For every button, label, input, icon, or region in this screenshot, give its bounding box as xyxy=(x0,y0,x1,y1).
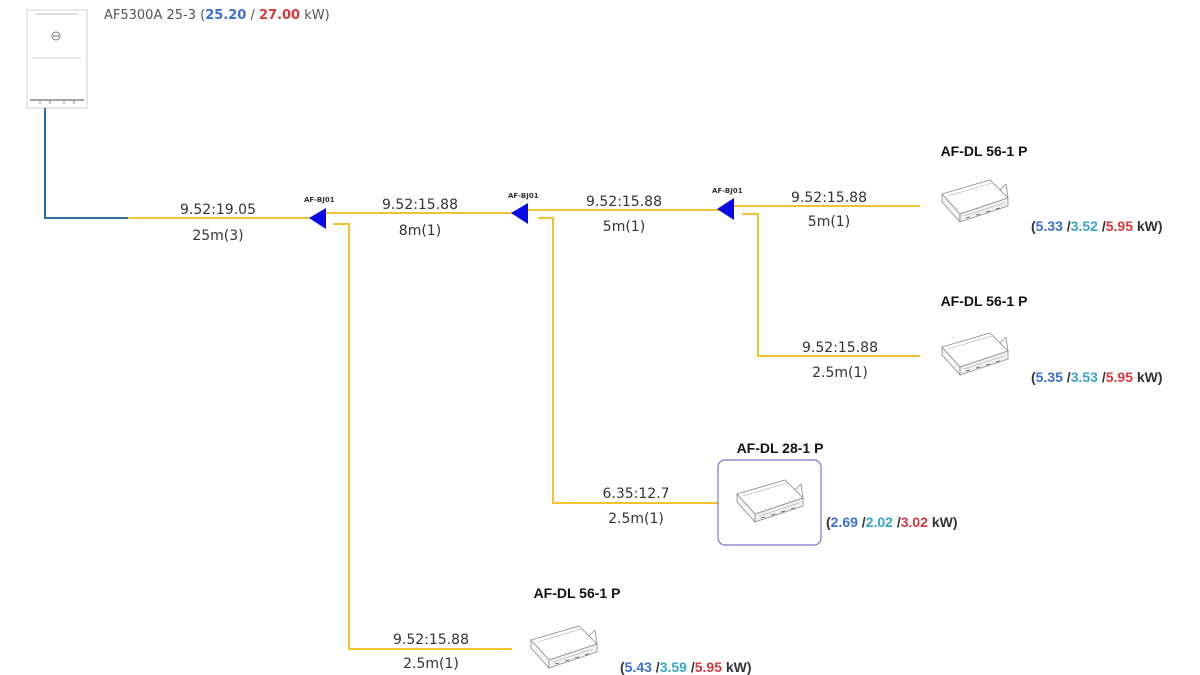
heating-capacity-low: 2.02 xyxy=(866,514,893,530)
branch-joint-2[interactable]: AF-BJ01 xyxy=(508,192,539,224)
pipe-size-label: 9.52:15.88 xyxy=(382,197,458,213)
heating-capacity-low: 3.52 xyxy=(1071,218,1098,234)
pipe-length-label: 2.5m(1) xyxy=(608,511,664,527)
heating-capacity: 3.02 xyxy=(901,514,928,530)
indoor-unit-model: AF-DL 56-1 P xyxy=(534,585,621,601)
pipe-labels: 9.52:19.05 25m(3) 9.52:15.88 8m(1) 9.52:… xyxy=(180,190,878,672)
separator: / xyxy=(1098,369,1106,385)
heating-capacity: 5.95 xyxy=(1106,369,1133,385)
pipe-length-label: 25m(3) xyxy=(192,228,243,244)
pipe-size-label: 9.52:15.88 xyxy=(586,194,662,210)
branch-joint-3[interactable]: AF-BJ01 xyxy=(712,187,743,220)
pipe-size-label: 9.52:19.05 xyxy=(180,202,256,218)
indoor-unit-capacity: (5.35 /3.53 /5.95 kW) xyxy=(1031,369,1163,385)
outdoor-unit-icon xyxy=(26,9,88,109)
pipe-length-label: 5m(1) xyxy=(603,219,645,235)
paren-open: ( xyxy=(620,659,625,675)
outdoor-cooling-capacity: 25.20 xyxy=(205,8,246,23)
heating-capacity: 5.95 xyxy=(1106,218,1133,234)
capacity-unit: kW) xyxy=(1133,369,1163,385)
ducted-unit-icon xyxy=(530,625,598,669)
pipe-size-label: 6.35:12.7 xyxy=(602,486,669,502)
cooling-capacity: 5.43 xyxy=(625,659,652,675)
separator: / xyxy=(652,659,660,675)
outdoor-unit[interactable]: AF5300A 25-3 (25.20 / 27.00 kW) xyxy=(26,8,330,109)
indoor-unit-capacity: (5.33 /3.52 /5.95 kW) xyxy=(1031,218,1163,234)
separator: / xyxy=(1063,218,1071,234)
indoor-unit-model: AF-DL 56-1 P xyxy=(941,293,1028,309)
branch-joint-arrow xyxy=(511,203,528,224)
pipe-length-label: 2.5m(1) xyxy=(403,656,459,672)
pipe-size-label: 9.52:15.88 xyxy=(393,632,469,648)
cooling-capacity: 2.69 xyxy=(831,514,858,530)
heating-capacity: 5.95 xyxy=(695,659,722,675)
outdoor-model: AF5300A 25-3 xyxy=(104,8,196,23)
indoor-unit-model: AF-DL 56-1 P xyxy=(941,143,1028,159)
ducted-unit-icon xyxy=(941,179,1009,223)
ducted-unit-icon xyxy=(941,332,1009,376)
branch-joint-arrow xyxy=(717,198,734,220)
branch-joint-arrow xyxy=(309,208,326,229)
separator: / xyxy=(687,659,695,675)
heating-capacity-low: 3.53 xyxy=(1071,369,1098,385)
branch-joint-label: AF-BJ01 xyxy=(712,187,743,195)
indoor-unit-4[interactable]: AF-DL 56-1 P (5.43 /3.59 /5.95 kW) xyxy=(530,585,752,675)
heating-capacity-low: 3.59 xyxy=(660,659,687,675)
separator: / xyxy=(246,8,259,23)
pipe-unit4[interactable] xyxy=(333,223,512,650)
pipe-length-label: 8m(1) xyxy=(399,223,441,239)
indoor-unit-capacity: (5.43 /3.59 /5.95 kW) xyxy=(620,659,752,675)
pipe-length-label: 5m(1) xyxy=(808,214,850,230)
capacity-unit: kW) xyxy=(1133,218,1163,234)
indoor-unit-capacity: (2.69 /2.02 /3.02 kW) xyxy=(826,514,958,530)
pipe-unit3[interactable] xyxy=(538,217,718,504)
branch-joint-label: AF-BJ01 xyxy=(304,196,335,204)
indoor-unit-model: AF-DL 28-1 P xyxy=(737,440,824,456)
cooling-capacity: 5.35 xyxy=(1036,369,1063,385)
separator: / xyxy=(893,514,901,530)
paren-open: ( xyxy=(1031,218,1036,234)
pipe-unit2[interactable] xyxy=(742,213,920,357)
pipe-size-label: 9.52:15.88 xyxy=(791,190,867,206)
separator: / xyxy=(1063,369,1071,385)
indoor-unit-3[interactable]: AF-DL 28-1 P (2.69 /2.02 /3.02 kW) xyxy=(717,440,958,546)
paren-open: ( xyxy=(826,514,831,530)
capacity-unit: kW) xyxy=(722,659,752,675)
outdoor-unit-label: AF5300A 25-3 (25.20 / 27.00 kW) xyxy=(104,8,330,23)
branch-joint-1[interactable]: AF-BJ01 xyxy=(304,196,335,229)
cooling-capacity: 5.33 xyxy=(1036,218,1063,234)
capacity-unit: kW) xyxy=(300,8,330,23)
paren-open: ( xyxy=(1031,369,1036,385)
separator: / xyxy=(1098,218,1106,234)
capacity-unit: kW) xyxy=(928,514,958,530)
paren-open: ( xyxy=(200,8,205,23)
separator: / xyxy=(858,514,866,530)
outdoor-heating-capacity: 27.00 xyxy=(259,8,300,23)
indoor-unit-1[interactable]: AF-DL 56-1 P (5.33 /3.52 /5.95 kW) xyxy=(941,143,1163,234)
pipe-network xyxy=(128,205,920,650)
branch-joint-label: AF-BJ01 xyxy=(508,192,539,200)
indoor-unit-2[interactable]: AF-DL 56-1 P (5.35 /3.53 /5.95 kW) xyxy=(941,293,1163,385)
pipe-size-label: 9.52:15.88 xyxy=(802,340,878,356)
pipe-length-label: 2.5m(1) xyxy=(812,365,868,381)
outdoor-pipe[interactable] xyxy=(44,108,128,219)
